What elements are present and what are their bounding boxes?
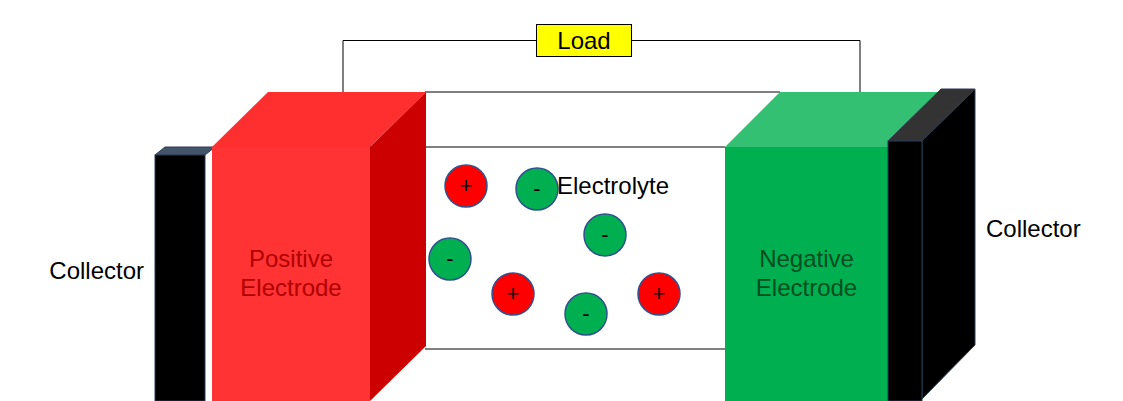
ion-charge: - [582,303,589,325]
ion-charge: + [653,283,666,305]
current-collector: Collector [886,87,978,401]
ion-circle [429,238,471,280]
ion-charge: + [460,175,473,197]
ion: + [443,163,489,209]
collector-side [922,89,975,399]
shape-outline [886,87,978,401]
electrode: Positive Electrode [212,92,426,401]
electrode-side [370,92,426,401]
ion: - [427,236,473,282]
collector-top [155,147,215,155]
ion: - [514,166,560,212]
ion: + [636,271,682,317]
ion: - [582,212,628,258]
ion: - [563,291,609,337]
electrode-face: Positive Electrode [212,147,370,401]
ion-circle [565,293,607,335]
electrode-face: Negative Electrode [725,147,888,401]
ion-charge: + [507,283,520,305]
ion-circle [638,273,680,315]
electrolyte-edge [425,92,780,93]
load-wire [632,41,860,93]
ion-circle [492,273,534,315]
current-collector: Collector [152,145,218,401]
collector-front [888,141,922,401]
ion-circle [516,168,558,210]
load-label: Load [557,27,610,55]
region-label: Electrolyte [557,172,669,200]
collector-front [155,155,205,401]
ion-circle [584,214,626,256]
ion-charge: - [446,248,453,270]
ion: + [490,271,536,317]
electrode-label: Positive Electrode [216,245,366,303]
load-box: Load [536,24,632,57]
electrode-label: Negative Electrode [729,245,884,303]
collector-label: Collector [986,215,1081,243]
ion-circle [445,165,487,207]
shape-outline [152,145,218,401]
electrode-front [212,147,370,401]
load-wire [343,41,536,93]
electrode-front [725,147,888,401]
electrolyte-edge [425,349,725,350]
ion-charge: - [601,224,608,246]
collector-label: Collector [49,257,144,285]
ion-charge: - [533,178,540,200]
